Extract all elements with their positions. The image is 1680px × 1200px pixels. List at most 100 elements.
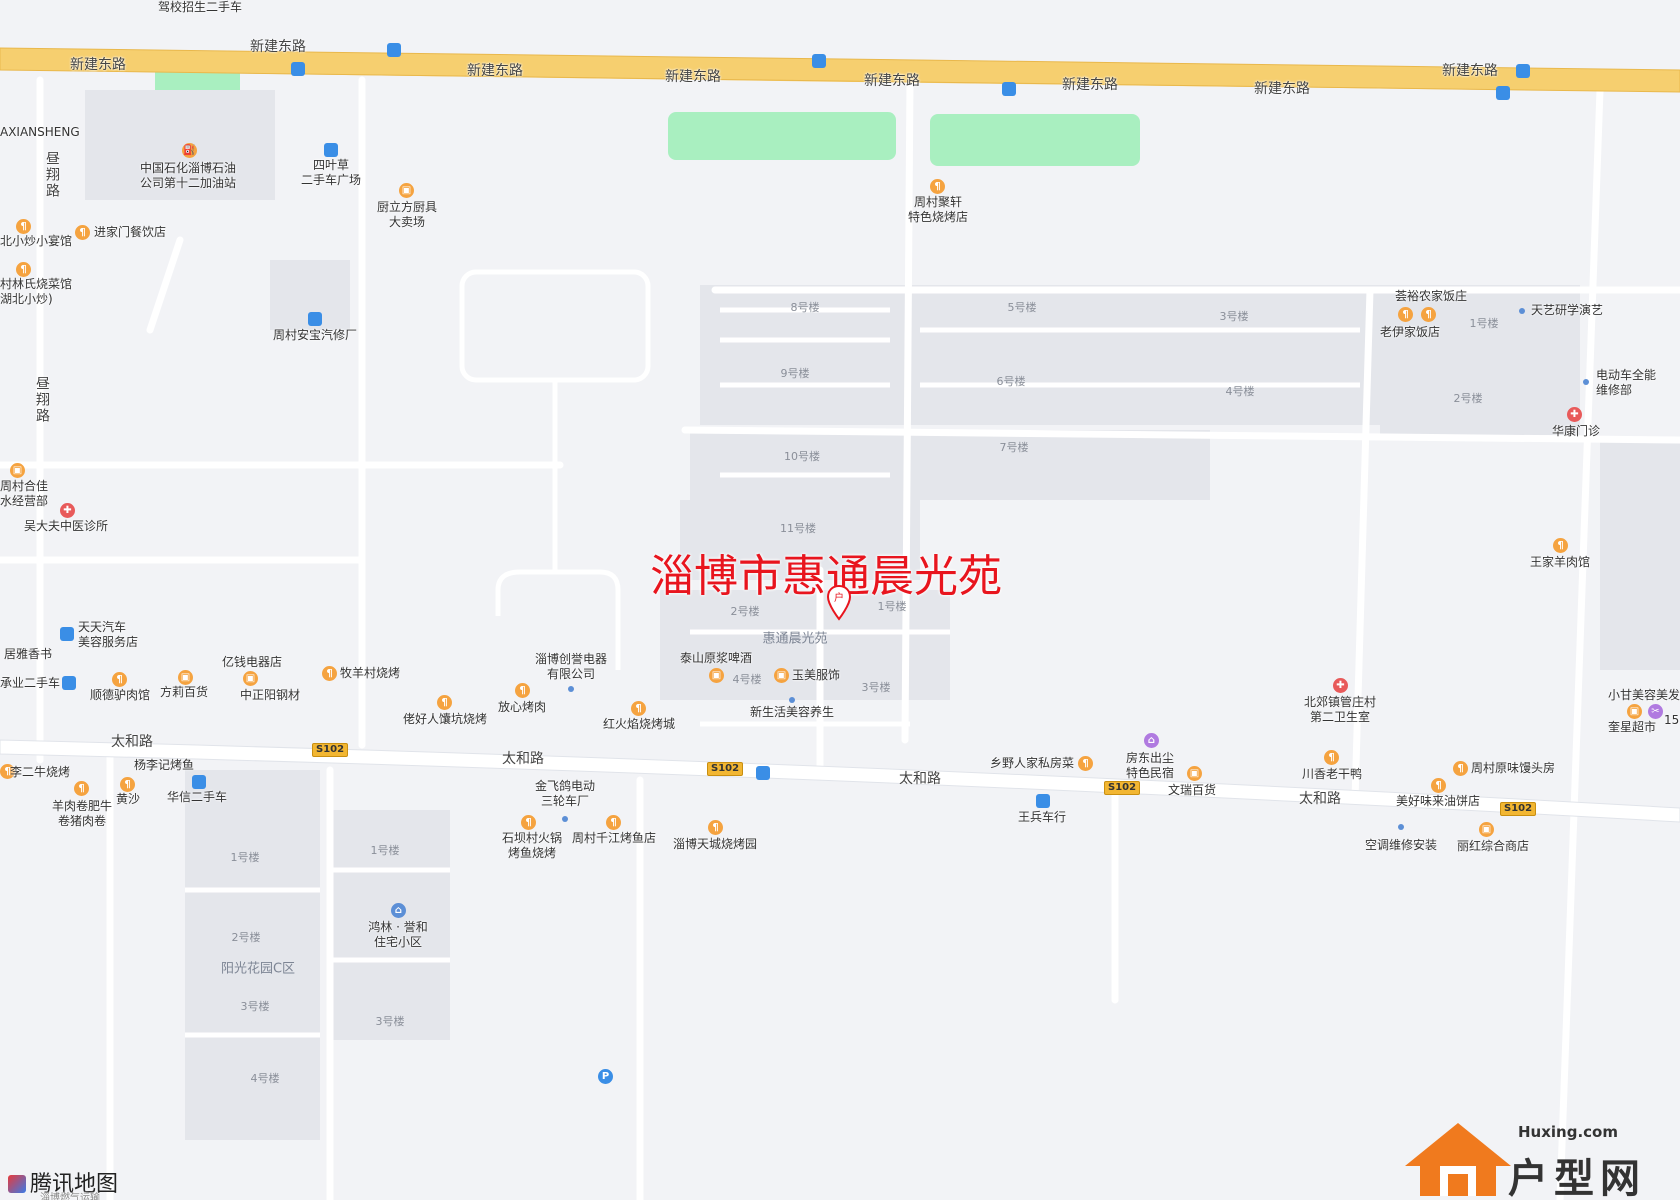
shopping-icon[interactable]: ▣ bbox=[10, 463, 25, 478]
poi-label[interactable]: 北小炒小宴馆 bbox=[0, 234, 73, 248]
poi-label[interactable]: 小甘美容美发 bbox=[1608, 688, 1680, 702]
shopping-icon[interactable]: ▣ bbox=[1479, 822, 1494, 837]
shopping-icon[interactable]: ▣ bbox=[399, 183, 414, 198]
poi-label[interactable]: 乡野人家私房菜 bbox=[990, 756, 1075, 770]
poi-label[interactable]: 电动车全能 维修部 bbox=[1596, 368, 1657, 397]
car-repair-icon[interactable] bbox=[308, 312, 322, 326]
location-dot-icon[interactable] bbox=[1398, 824, 1404, 830]
restaurant-icon[interactable]: ¶ bbox=[1324, 750, 1339, 765]
poi-label[interactable]: 王家羊肉馆 bbox=[1530, 555, 1591, 569]
poi-label[interactable]: 李二牛烧烤 bbox=[10, 765, 71, 779]
location-dot-icon[interactable] bbox=[1583, 379, 1589, 385]
clinic-icon[interactable]: ✚ bbox=[60, 503, 75, 518]
bus-stop-icon[interactable] bbox=[387, 43, 401, 57]
clinic-icon[interactable]: ✚ bbox=[1567, 407, 1582, 422]
restaurant-icon[interactable]: ¶ bbox=[515, 683, 530, 698]
poi-label[interactable]: 新生活美容养生 bbox=[750, 705, 835, 719]
parking-icon[interactable]: P bbox=[598, 1069, 613, 1084]
poi-label[interactable]: 美好味来油饼店 bbox=[1396, 794, 1481, 808]
shopping-icon[interactable]: ▣ bbox=[709, 668, 724, 683]
hotel-icon[interactable]: ⌂ bbox=[1144, 733, 1159, 748]
poi-label[interactable]: 泰山原浆啤酒 bbox=[680, 651, 753, 665]
poi-label[interactable]: 华康门诊 bbox=[1552, 424, 1601, 438]
poi-label[interactable]: 周村安宝汽修厂 bbox=[272, 328, 358, 342]
poi-label[interactable]: 北郊镇管庄村 第二卫生室 bbox=[1303, 695, 1377, 724]
poi-label[interactable]: 老伊家饭店 bbox=[1380, 325, 1441, 339]
bus-stop-icon[interactable] bbox=[812, 54, 826, 68]
location-pin-icon[interactable]: 户 bbox=[826, 585, 852, 621]
poi-label[interactable]: 王兵车行 bbox=[1018, 810, 1067, 824]
poi-label[interactable]: 佬好人馕坑烧烤 bbox=[403, 712, 488, 726]
clinic-icon[interactable]: ✚ bbox=[1333, 678, 1348, 693]
gas-station-icon[interactable]: ⛽ bbox=[182, 143, 197, 158]
poi-label[interactable]: 周村千江烤鱼店 bbox=[572, 831, 657, 845]
poi-label[interactable]: 中国石化淄博石油 公司第十二加油站 bbox=[139, 161, 237, 190]
shopping-icon[interactable]: ▣ bbox=[1187, 766, 1202, 781]
poi-label[interactable]: 顺德驴肉馆 bbox=[90, 688, 151, 702]
restaurant-icon[interactable]: ¶ bbox=[1078, 756, 1093, 771]
bus-stop-icon[interactable] bbox=[291, 62, 305, 76]
location-dot-icon[interactable] bbox=[789, 697, 795, 703]
car-icon[interactable] bbox=[324, 143, 338, 157]
car-dealer-icon[interactable] bbox=[1036, 794, 1050, 808]
car-icon[interactable] bbox=[62, 676, 76, 690]
poi-label[interactable]: 文瑞百货 bbox=[1168, 783, 1217, 797]
bus-stop-icon[interactable] bbox=[756, 766, 770, 780]
restaurant-icon[interactable]: ¶ bbox=[1398, 307, 1413, 322]
poi-label[interactable]: 川香老干鸭 bbox=[1302, 767, 1363, 781]
poi-label[interactable]: 羊肉卷肥牛 卷猪肉卷 bbox=[51, 799, 113, 828]
poi-label[interactable]: 四叶草 二手车广场 bbox=[300, 158, 362, 187]
poi-label[interactable]: 空调维修安装 bbox=[1365, 838, 1438, 852]
poi-label[interactable]: 承业二手车 bbox=[0, 676, 61, 690]
salon-icon[interactable]: ✂ bbox=[1648, 704, 1663, 719]
restaurant-icon[interactable]: ¶ bbox=[16, 219, 31, 234]
bus-stop-icon[interactable] bbox=[1516, 64, 1530, 78]
poi-label[interactable]: 牧羊村烧烤 bbox=[340, 666, 401, 680]
poi-label[interactable]: 荟裕农家饭庄 bbox=[1395, 289, 1468, 303]
restaurant-icon[interactable]: ¶ bbox=[521, 815, 536, 830]
poi-label[interactable]: 亿钱电器店 bbox=[222, 655, 283, 669]
poi-label[interactable]: 驾校招生二手车 bbox=[157, 0, 243, 14]
poi-label[interactable]: 厨立方厨具 大卖场 bbox=[376, 200, 438, 229]
restaurant-icon[interactable]: ¶ bbox=[74, 781, 89, 796]
poi-label[interactable]: 黄沙 bbox=[116, 792, 141, 806]
poi-label[interactable]: 奎星超市 bbox=[1608, 720, 1657, 734]
restaurant-icon[interactable]: ¶ bbox=[1421, 307, 1436, 322]
car-icon[interactable] bbox=[192, 775, 206, 789]
poi-label[interactable]: 放心烤肉 bbox=[498, 700, 547, 714]
poi-label[interactable]: 华信二手车 bbox=[167, 790, 228, 804]
poi-label[interactable]: 石坝村火锅 烤鱼烧烤 bbox=[501, 831, 563, 860]
poi-label[interactable]: 周村聚轩 特色烧烤店 bbox=[907, 195, 969, 224]
restaurant-icon[interactable]: ¶ bbox=[1553, 538, 1568, 553]
poi-label[interactable]: 居雅香书 bbox=[4, 647, 53, 661]
restaurant-icon[interactable]: ¶ bbox=[120, 777, 135, 792]
poi-label[interactable]: 周村原味馒头房 bbox=[1471, 761, 1556, 775]
bus-stop-icon[interactable] bbox=[1496, 86, 1510, 100]
poi-label[interactable]: 15 bbox=[1664, 713, 1680, 727]
poi-label[interactable]: AXIANSHENG bbox=[0, 125, 80, 139]
restaurant-icon[interactable]: ¶ bbox=[16, 262, 31, 277]
poi-label[interactable]: 村林氏烧菜馆 湖北小炒) bbox=[0, 277, 73, 306]
poi-label[interactable]: 吴大夫中医诊所 bbox=[24, 519, 109, 533]
poi-label[interactable]: 进家门餐饮店 bbox=[94, 225, 167, 239]
residential-icon[interactable]: ⌂ bbox=[391, 903, 406, 918]
restaurant-icon[interactable]: ¶ bbox=[112, 672, 127, 687]
restaurant-icon[interactable]: ¶ bbox=[322, 666, 337, 681]
restaurant-icon[interactable]: ¶ bbox=[631, 701, 646, 716]
shopping-icon[interactable]: ▣ bbox=[243, 671, 258, 686]
restaurant-icon[interactable]: ¶ bbox=[75, 225, 90, 240]
restaurant-icon[interactable]: ¶ bbox=[606, 815, 621, 830]
poi-label[interactable]: 杨李记烤鱼 bbox=[134, 758, 195, 772]
restaurant-icon[interactable]: ¶ bbox=[930, 179, 945, 194]
restaurant-icon[interactable]: ¶ bbox=[708, 820, 723, 835]
poi-label[interactable]: 金飞鸽电动 三轮车厂 bbox=[534, 779, 596, 808]
poi-label[interactable]: 淄博天城烧烤园 bbox=[673, 837, 758, 851]
poi-label[interactable]: 中正阳钢材 bbox=[240, 688, 301, 702]
location-dot-icon[interactable] bbox=[568, 686, 574, 692]
restaurant-icon[interactable]: ¶ bbox=[1453, 761, 1468, 776]
poi-label[interactable]: 丽红综合商店 bbox=[1457, 839, 1530, 853]
poi-label[interactable]: 天天汽车 美容服务店 bbox=[78, 620, 139, 649]
shopping-icon[interactable]: ▣ bbox=[1627, 704, 1642, 719]
poi-label[interactable]: 房东出尘 特色民宿 bbox=[1125, 751, 1175, 780]
